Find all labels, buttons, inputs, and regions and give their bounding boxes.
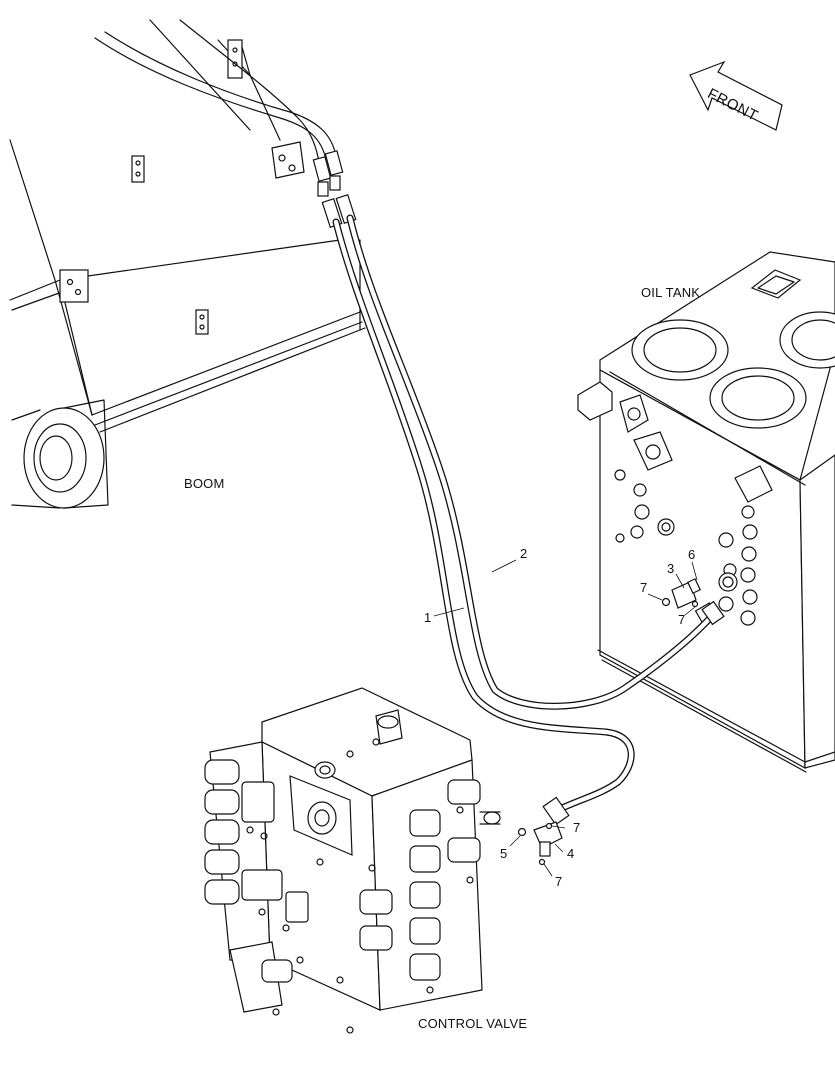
callout-5: 5 xyxy=(500,846,508,861)
callout-3: 3 xyxy=(667,561,675,576)
callout-7-tee-top: 7 xyxy=(573,820,581,835)
callout-7-tank-right: 7 xyxy=(678,612,686,627)
leader-lines xyxy=(433,559,698,877)
hose-2 xyxy=(346,214,716,710)
control-valve-drawing xyxy=(204,687,501,1034)
boom-label: BOOM xyxy=(184,476,225,491)
oil-tank-label: OIL TANK xyxy=(641,285,701,300)
callout-6: 6 xyxy=(688,547,696,562)
callout-7-tank-left: 7 xyxy=(640,580,648,595)
hose-1 xyxy=(332,218,635,814)
callout-7-tee-bottom: 7 xyxy=(555,874,563,889)
control-valve-label: CONTROL VALVE xyxy=(418,1016,528,1031)
callout-1: 1 xyxy=(424,610,432,625)
boom-pipes xyxy=(94,19,357,228)
callout-4: 4 xyxy=(567,846,575,861)
tee-fitting xyxy=(517,821,563,866)
front-arrow-icon xyxy=(689,60,783,131)
boom-drawing xyxy=(9,19,366,509)
callout-2: 2 xyxy=(520,546,528,561)
